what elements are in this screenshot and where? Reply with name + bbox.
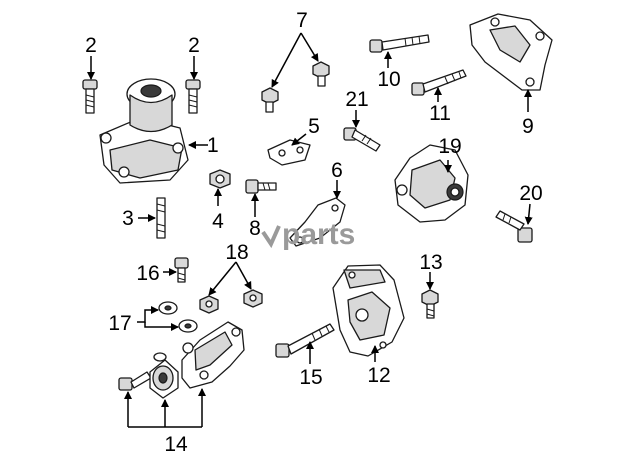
callout-12: 12 xyxy=(367,364,390,387)
bolt-part-21 xyxy=(343,127,381,152)
callout-14: 14 xyxy=(164,433,188,456)
bracket-part-5 xyxy=(267,139,311,166)
mount-part-12 xyxy=(332,264,405,357)
bracket-part-6 xyxy=(289,197,346,247)
callout-11: 11 xyxy=(429,102,451,125)
bolt-part-14 xyxy=(118,371,152,391)
callout-17: 17 xyxy=(108,312,131,335)
bolt-part-16 xyxy=(174,257,189,283)
long-bolt-part-11 xyxy=(411,69,467,96)
bushing-part-14 xyxy=(149,352,179,399)
callout-16: 16 xyxy=(136,262,159,285)
callout-6: 6 xyxy=(331,159,343,182)
nut-part-18-right xyxy=(243,289,263,308)
watermark-logo: parts xyxy=(261,218,355,251)
callout-20: 20 xyxy=(519,182,542,205)
callout-1: 1 xyxy=(207,134,219,157)
bolt-part-13 xyxy=(421,289,439,319)
callout-15: 15 xyxy=(299,366,322,389)
nut-part-18-left xyxy=(199,295,219,314)
callout-4: 4 xyxy=(212,210,224,233)
watermark-text: parts xyxy=(282,218,355,251)
callout-9: 9 xyxy=(522,115,534,138)
engine-mount-part-1 xyxy=(99,78,189,184)
callout-7: 7 xyxy=(296,9,308,32)
long-bolt-part-15 xyxy=(275,323,335,358)
callout-18: 18 xyxy=(225,241,248,264)
callout-10: 10 xyxy=(377,68,400,91)
bolt-part-8 xyxy=(245,179,277,194)
long-bolt-part-10 xyxy=(369,34,430,53)
callout-19: 19 xyxy=(438,135,461,158)
bolt-part-2-right xyxy=(185,79,201,114)
bracket-part-9 xyxy=(469,13,553,91)
bolt-part-7-left xyxy=(261,87,279,113)
bracket-part-14 xyxy=(181,321,245,389)
callout-5: 5 xyxy=(308,115,320,138)
bolt-part-20 xyxy=(495,210,533,243)
mount-part-19 xyxy=(394,144,469,223)
nut-part-4 xyxy=(209,169,231,189)
bolt-part-2-left xyxy=(82,79,98,114)
washer-part-17-top xyxy=(158,301,178,315)
bolt-part-7-right xyxy=(312,61,330,87)
callout-3: 3 xyxy=(122,207,134,230)
callout-13: 13 xyxy=(419,251,442,274)
callout-2-left: 2 xyxy=(85,34,97,57)
stud-part-3 xyxy=(156,197,166,239)
callout-2-right: 2 xyxy=(188,34,200,57)
leader-lines xyxy=(87,32,533,428)
washer-part-17-bottom xyxy=(178,319,198,333)
callout-8: 8 xyxy=(249,217,261,240)
callout-21: 21 xyxy=(345,88,368,111)
